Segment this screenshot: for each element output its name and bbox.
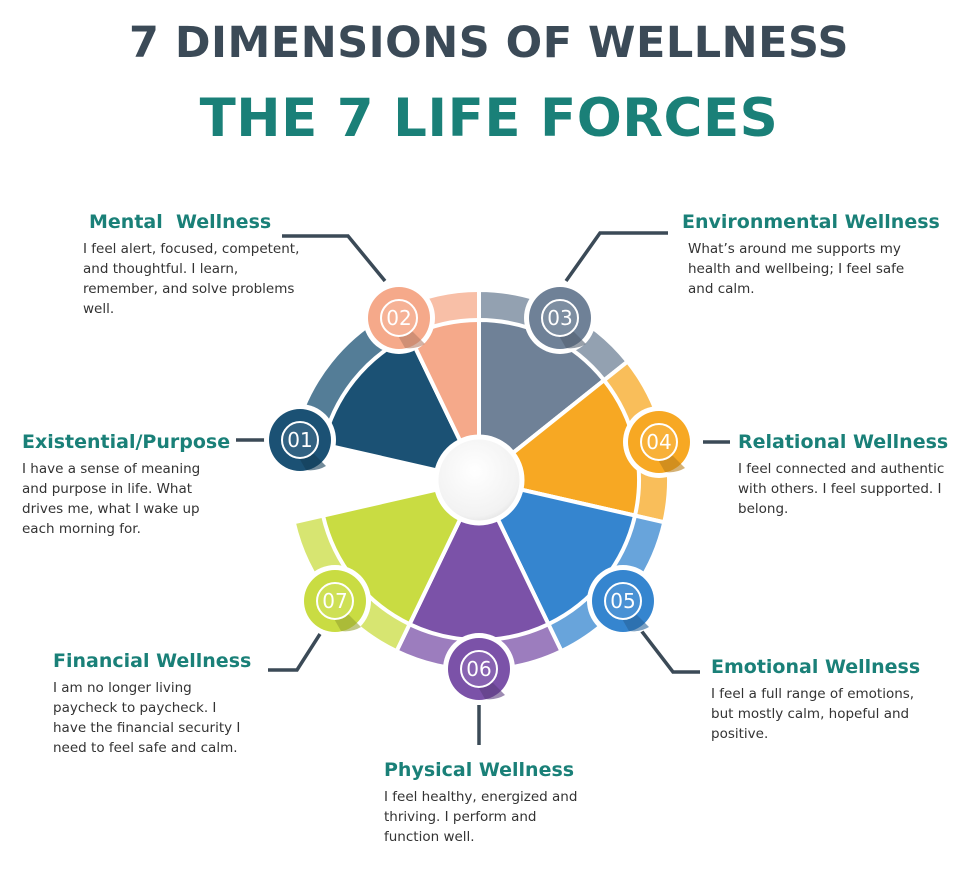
badge-02: 02 [363, 282, 435, 354]
connector-02 [282, 234, 387, 283]
badge-06: 06 [443, 633, 515, 705]
badge-04: 04 [623, 406, 695, 478]
badge-inner [460, 650, 498, 688]
dimension-block-physical: Physical Wellness I feel healthy, energi… [384, 759, 624, 847]
dimension-block-environmental: Environmental Wellness What’s around me … [682, 211, 952, 299]
badge-number: 07 [322, 589, 347, 613]
badge-number: 04 [646, 430, 671, 454]
badge-07: 07 [299, 565, 371, 637]
dimension-description: I feel a full range of emotions, but mos… [711, 686, 915, 742]
dimension-title: Physical Wellness [384, 759, 575, 781]
badge-05: 05 [587, 565, 659, 637]
dimension-block-existential: Existential/Purpose I have a sense of me… [22, 431, 237, 539]
dimension-description: I am no longer living paycheck to payche… [53, 680, 241, 756]
dimension-title: Financial Wellness [53, 650, 252, 672]
dimension-description: I feel connected and authentic with othe… [738, 461, 945, 517]
dimension-title: Mental Wellness [89, 211, 272, 233]
dimension-block-relational: Relational Wellness I feel connected and… [738, 431, 968, 519]
dimension-description: What’s around me supports my health and … [688, 241, 905, 297]
dimension-description: I feel alert, focused, competent, and th… [83, 241, 300, 317]
connector-lines [236, 231, 730, 745]
connector-05 [638, 627, 700, 674]
badge-inner [541, 299, 579, 337]
badge-inner [380, 299, 418, 337]
dimension-title: Environmental Wellness [682, 211, 940, 233]
dimension-block-mental: Mental Wellness I feel alert, focused, c… [83, 211, 319, 319]
badge-number: 02 [386, 306, 411, 330]
badge-inner [316, 582, 354, 620]
dimension-block-financial: Financial Wellness I am no longer living… [53, 650, 263, 758]
dimension-title: Relational Wellness [738, 431, 949, 453]
wheel-center [433, 434, 525, 526]
connector-07 [268, 633, 322, 672]
dimension-description: I have a sense of meaning and purpose in… [22, 461, 201, 537]
badge-number: 01 [287, 428, 312, 452]
badge-number: 03 [547, 306, 572, 330]
wheel-segments [291, 287, 671, 672]
dimension-block-emotional: Emotional Wellness I feel a full range o… [711, 656, 951, 744]
badge-inner [604, 582, 642, 620]
badge-01: 01 [264, 404, 336, 476]
number-badges: 01 02 03 04 05 06 07 [264, 282, 695, 705]
dimension-title: Emotional Wellness [711, 656, 921, 678]
main-title: 7 DIMENSIONS OF WELLNESS [128, 18, 850, 68]
badge-inner [281, 421, 319, 459]
badge-number: 05 [610, 589, 635, 613]
connector-03 [564, 231, 668, 283]
dimension-title: Existential/Purpose [22, 431, 231, 453]
badge-03: 03 [524, 282, 596, 354]
subtitle: THE 7 LIFE FORCES [199, 88, 779, 149]
dimension-description: I feel healthy, energized and thriving. … [384, 789, 578, 845]
badge-number: 06 [466, 657, 491, 681]
badge-inner [640, 423, 678, 461]
